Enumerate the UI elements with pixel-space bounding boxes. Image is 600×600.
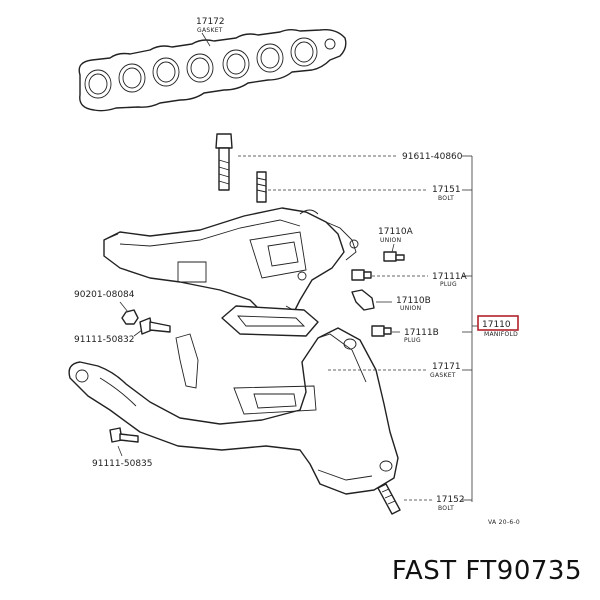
leader-90201	[119, 301, 129, 313]
label-17171-name: GASKET	[430, 372, 456, 379]
label-91111a-num: 91111-50832	[74, 335, 135, 345]
label-17152-num: 17152	[436, 495, 465, 505]
brand-part-number: FAST FT90735	[391, 556, 582, 586]
label-17110-num: 17110	[482, 320, 511, 330]
nut-90201-drawing	[121, 309, 139, 325]
label-17111a-name: PLUG	[440, 281, 457, 288]
leader-91111b	[117, 445, 123, 457]
exhaust-manifold-drawing	[68, 327, 399, 495]
label-17111b-num: 17111B	[404, 328, 439, 338]
manifold-drawing	[103, 207, 359, 322]
main-part-highlight-box	[477, 315, 519, 331]
diagram-code: VA 20-6-0	[488, 519, 520, 526]
label-17111b-name: PLUG	[404, 337, 421, 344]
label-17151-name: BOLT	[438, 195, 454, 202]
label-17172-num: 17172	[196, 17, 225, 27]
union-17110b-drawing	[351, 289, 375, 311]
gasket-17172-drawing	[78, 28, 347, 112]
label-17110a-name: UNION	[380, 237, 401, 244]
label-91611-num: 91611-40860	[402, 152, 463, 162]
callout-bracket	[462, 155, 478, 502]
gasket-17171-drawing	[221, 305, 319, 337]
stud-17152-drawing	[377, 483, 401, 515]
leader-17110a	[391, 243, 395, 253]
label-17110b-num: 17110B	[396, 296, 431, 306]
label-17171-num: 17171	[432, 362, 461, 372]
label-91111b-num: 91111-50835	[92, 459, 153, 469]
bolt-91111b-drawing	[109, 427, 139, 443]
label-17111a-num: 17111A	[432, 272, 468, 282]
leader-91111a	[133, 329, 143, 337]
plug-17111a-drawing	[351, 269, 372, 281]
label-17110b-name: UNION	[400, 305, 421, 312]
leader-17172	[201, 32, 211, 47]
label-17110-name: MANIFOLD	[484, 331, 518, 338]
label-17152-name: BOLT	[438, 505, 454, 512]
stud-17151-drawing	[256, 171, 267, 203]
label-17151-num: 17151	[432, 185, 461, 195]
bolt-91111a-drawing	[139, 317, 171, 335]
label-17110a-num: 17110A	[378, 227, 414, 237]
union-17110a-drawing	[383, 251, 405, 262]
label-17172-name: GASKET	[197, 27, 223, 34]
label-90201-num: 90201-08084	[74, 290, 135, 300]
bolt-91611-drawing	[215, 133, 233, 191]
plug-17111b-drawing	[371, 325, 392, 337]
